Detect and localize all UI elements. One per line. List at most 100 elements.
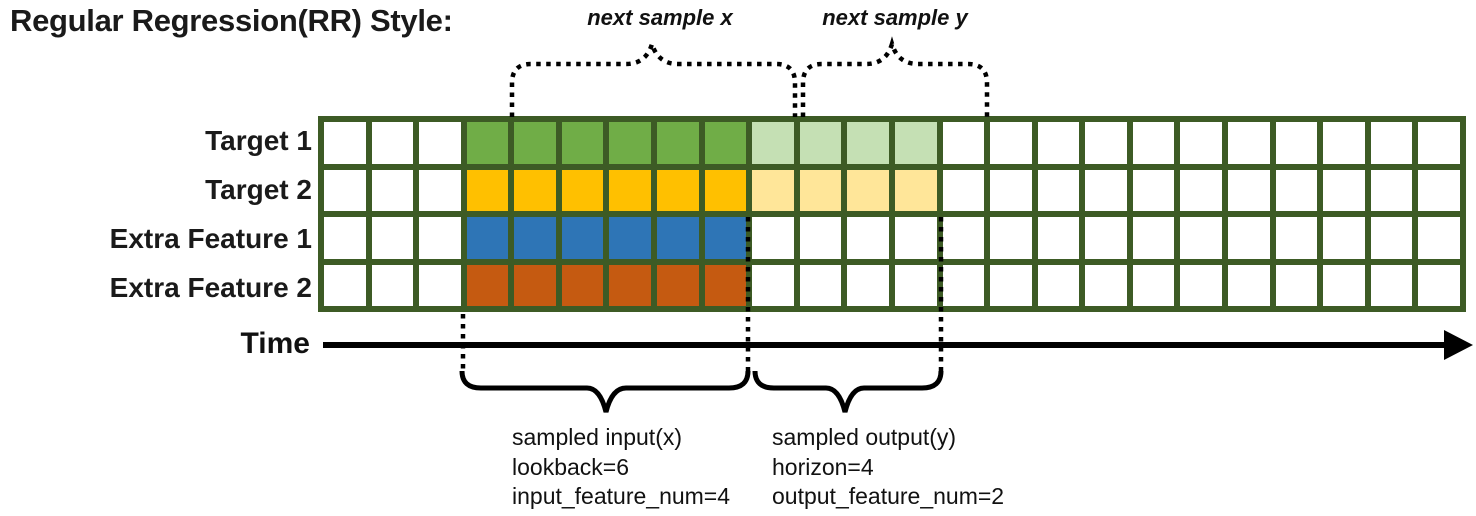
- grid-cell: [990, 217, 1032, 259]
- row-label-target-2: Target 2: [205, 173, 312, 205]
- grid-cell: [1037, 217, 1080, 259]
- sampled-output-line3: output_feature_num=2: [772, 483, 1005, 509]
- next-sample-x-brace: [509, 36, 798, 117]
- grid-cell: [1228, 217, 1270, 259]
- grid-cell: [419, 264, 461, 306]
- grid-cell: [371, 264, 414, 306]
- grid-cell: [1370, 217, 1413, 259]
- grid-cell: [324, 217, 366, 259]
- grid-cell: [1228, 122, 1270, 164]
- grid-cell: [561, 264, 604, 306]
- grid-cell: [371, 169, 414, 211]
- grid-cell: [514, 264, 556, 306]
- grid-cell: [799, 217, 842, 259]
- grid-cell: [847, 264, 889, 306]
- grid-cell: [894, 122, 937, 164]
- grid-cell: [1132, 122, 1175, 164]
- grid-cell: [942, 169, 985, 211]
- grid-cell: [1180, 169, 1223, 211]
- grid-cell: [371, 217, 414, 259]
- grid-cell: [466, 264, 509, 306]
- grid-cell: [609, 217, 652, 259]
- grid-cell: [324, 169, 366, 211]
- grid-cell: [704, 169, 747, 211]
- grid-cell: [561, 122, 604, 164]
- grid-cell: [752, 264, 794, 306]
- grid-cell: [799, 169, 842, 211]
- grid-cell: [419, 169, 461, 211]
- grid-cell: [1275, 122, 1318, 164]
- grid-cell: [609, 169, 652, 211]
- sampled-output-note: sampled output(y) horizon=4 output_featu…: [772, 423, 1004, 512]
- grid-cell: [1323, 122, 1365, 164]
- sampled-input-brace: [459, 370, 751, 413]
- grid-cell: [609, 264, 652, 306]
- grid-cell: [990, 264, 1032, 306]
- sampled-input-line1: sampled input(x): [512, 424, 683, 450]
- timeseries-grid: [318, 116, 1466, 312]
- time-axis-arrowhead: [1444, 330, 1473, 360]
- grid-cell: [894, 169, 937, 211]
- grid-cell: [1132, 169, 1175, 211]
- grid-cell: [1418, 264, 1460, 306]
- grid-cell: [990, 122, 1032, 164]
- grid-cell: [514, 122, 556, 164]
- grid-cell: [657, 264, 699, 306]
- diagram-title: Regular Regression(RR) Style:: [10, 3, 453, 38]
- grid-cell: [799, 264, 842, 306]
- row-labels: Target 1 Target 2 Extra Feature 1 Extra …: [0, 116, 312, 312]
- grid-cell: [1370, 169, 1413, 211]
- grid-cell: [657, 169, 699, 211]
- grid-cell: [609, 122, 652, 164]
- grid-cell: [752, 122, 794, 164]
- grid-cell: [704, 122, 747, 164]
- grid-cell: [799, 122, 842, 164]
- grid-cell: [1370, 122, 1413, 164]
- grid-cell: [942, 264, 985, 306]
- grid-cell: [847, 217, 889, 259]
- grid-cell: [1180, 122, 1223, 164]
- grid-cell: [1418, 122, 1460, 164]
- row-label-target-1: Target 1: [205, 124, 312, 156]
- grid-cell: [847, 169, 889, 211]
- grid-cell: [990, 169, 1032, 211]
- grid-cell: [1085, 169, 1127, 211]
- grid-cell: [1275, 217, 1318, 259]
- grid-cell: [657, 217, 699, 259]
- sampled-input-line3: input_feature_num=4: [512, 483, 731, 509]
- grid-cell: [1323, 264, 1365, 306]
- grid-cell: [1275, 169, 1318, 211]
- grid-cell: [561, 217, 604, 259]
- grid-cell: [466, 217, 509, 259]
- grid-cell: [324, 122, 366, 164]
- grid-cell: [514, 217, 556, 259]
- sampled-output-brace: [752, 370, 944, 413]
- sampled-output-line2: horizon=4: [772, 453, 874, 480]
- grid-cell: [704, 217, 747, 259]
- grid-cell: [942, 122, 985, 164]
- grid-cell: [466, 122, 509, 164]
- grid-cell: [1037, 264, 1080, 306]
- grid-cell: [704, 264, 747, 306]
- sampled-input-line2: lookback=6: [512, 453, 629, 480]
- grid-cell: [1418, 169, 1460, 211]
- grid-cell: [1037, 122, 1080, 164]
- grid-cell: [752, 217, 794, 259]
- grid-cell: [1370, 264, 1413, 306]
- grid-cell: [1085, 217, 1127, 259]
- grid-cell: [466, 169, 509, 211]
- grid-cell: [1132, 264, 1175, 306]
- grid-cell: [1323, 217, 1365, 259]
- grid-cell: [752, 169, 794, 211]
- grid-cell: [942, 217, 985, 259]
- grid-cell: [561, 169, 604, 211]
- next-sample-y-label: next sample y: [822, 5, 968, 30]
- grid-cell: [419, 122, 461, 164]
- grid-cell: [1085, 122, 1127, 164]
- grid-cell: [847, 122, 889, 164]
- row-label-extra-feature-2: Extra Feature 2: [109, 271, 312, 303]
- sampled-input-note: sampled input(x) lookback=6 input_featur…: [512, 423, 730, 512]
- grid-cell: [514, 169, 556, 211]
- grid-cell: [657, 122, 699, 164]
